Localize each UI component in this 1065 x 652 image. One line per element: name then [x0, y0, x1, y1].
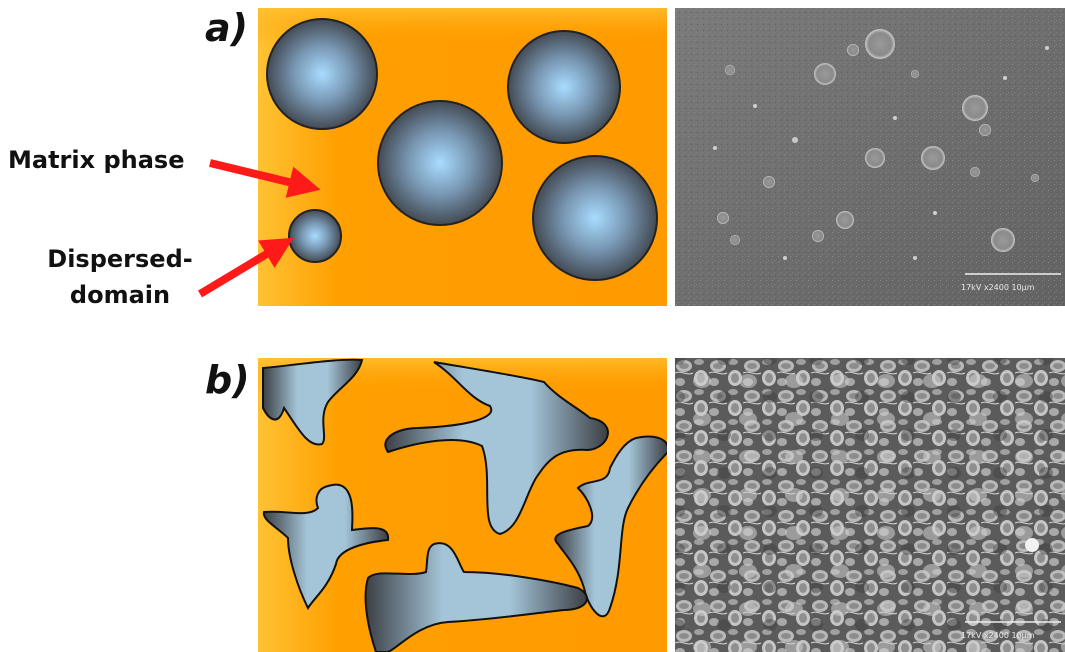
matrix-phase-label: Matrix phase [8, 146, 185, 174]
dispersed-droplet [288, 209, 342, 263]
sem-cocontinuous-image: 17kV x2400 10μm [675, 358, 1065, 652]
dispersed-droplet [266, 18, 378, 130]
sem-scale-label-a: 17kV x2400 10μm [961, 283, 1035, 292]
matrix-arrow [209, 159, 321, 198]
dispersed-domain-label-line2: domain [69, 281, 171, 309]
dispersed-domain-shape [384, 361, 609, 536]
dispersed-domain-label-line1: Dispersed- [47, 245, 193, 273]
dispersed-domain-shape [262, 358, 364, 446]
panel-label-b: b) [205, 358, 250, 402]
dispersed-droplet [532, 155, 658, 281]
dispersed-droplet [377, 100, 503, 226]
schematic-droplet-panel [258, 8, 667, 306]
dispersed-droplet [507, 30, 621, 144]
dispersed-domain-shape [262, 483, 390, 611]
dispersed-arrow [197, 237, 294, 298]
dispersed-domain-shape [554, 435, 667, 618]
sem-droplet-image: 17kV x2400 10μm [675, 8, 1065, 306]
sem-scale-label-b: 17kV x2400 10μm [961, 631, 1035, 640]
dispersed-domain-shape [364, 542, 588, 652]
schematic-cocontinuous-panel [258, 358, 667, 652]
panel-label-a: a) [205, 6, 249, 50]
dispersed-domain-label: Dispersed- domain [20, 241, 220, 313]
